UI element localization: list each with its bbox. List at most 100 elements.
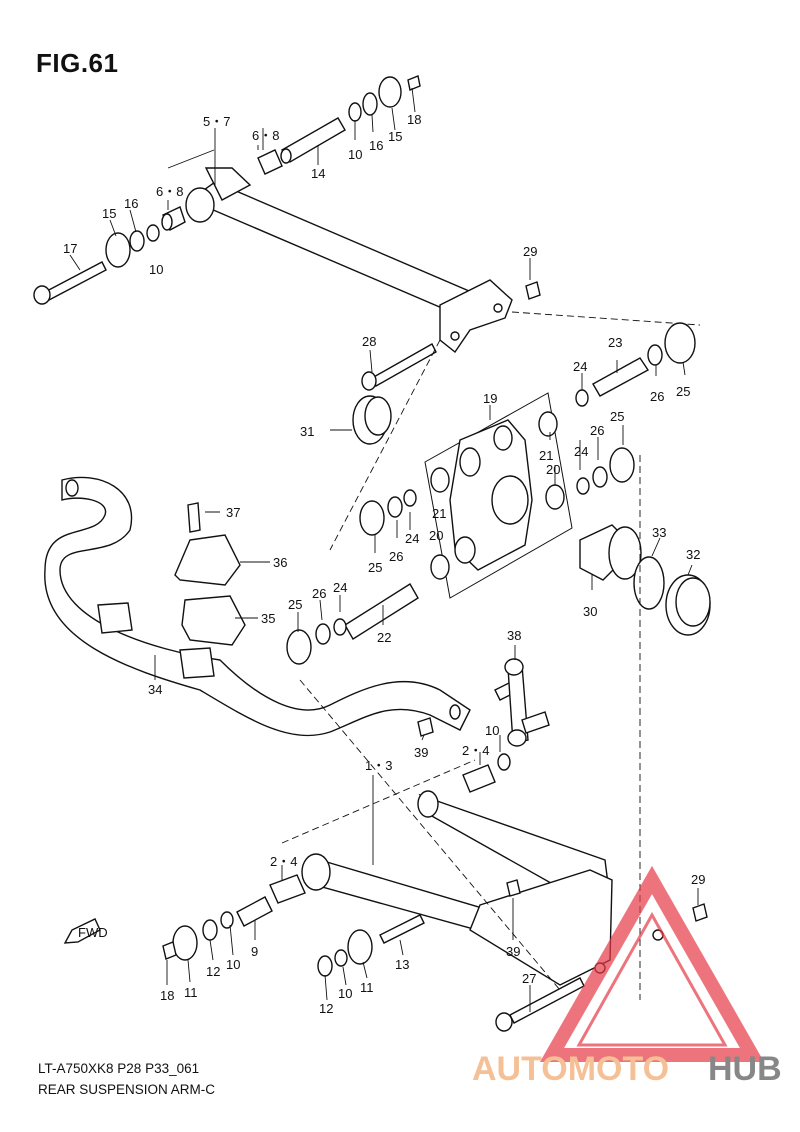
callout-label: 26 [389, 549, 403, 564]
callout-label: 13 [395, 957, 409, 972]
fwd-label: FWD [78, 925, 108, 940]
figure-caption: REAR SUSPENSION ARM-C [38, 1082, 216, 1097]
callout-label: 24 [405, 531, 419, 546]
sleeve-23 [575, 322, 696, 407]
seal-31 [352, 395, 392, 445]
upper-arm-tube [185, 167, 513, 354]
watermark-text-b: HUB [708, 1050, 782, 1088]
figure-code: LT-A750XK8 P28 P33_061 [38, 1061, 200, 1076]
callout-label: 14 [311, 166, 325, 181]
callout-label: 21 [539, 448, 553, 463]
washers-knuckle-right [576, 447, 635, 495]
callout-label: 25 [610, 409, 624, 424]
callout-label: 31 [300, 424, 314, 439]
callout-label: 10 [348, 147, 362, 162]
sleeve-22 [286, 583, 419, 665]
bushings-20-21 [430, 411, 565, 580]
callout-label: 22 [377, 630, 391, 645]
callout-label: 11 [360, 980, 374, 995]
clamp-36 [174, 534, 241, 586]
callout-label: 10 [338, 986, 352, 1001]
callout-label: 28 [362, 334, 376, 349]
nut-39-lower [506, 879, 521, 897]
bolt-27 [495, 977, 585, 1032]
washer-10-link [497, 753, 511, 771]
washers-knuckle-left [359, 489, 417, 536]
lower-arm [301, 790, 664, 986]
callout-label: 20 [429, 528, 443, 543]
bolt-37 [187, 502, 201, 533]
callout-label: 18 [160, 988, 174, 1003]
callout-label: 25 [676, 384, 690, 399]
knuckle-housing-19 [424, 392, 573, 599]
callout-label: 9 [251, 944, 258, 959]
callout-label: 33 [652, 525, 666, 540]
callout-label: 39 [506, 944, 520, 959]
callout-label: 24 [573, 359, 587, 374]
callout-label: 30 [583, 604, 597, 619]
callout-label: 18 [407, 112, 421, 127]
sleeve-14-and-bushing [257, 117, 346, 175]
callout-label: 12 [206, 964, 220, 979]
bushing-2-4-upper [462, 764, 496, 793]
nut-39-upper [417, 717, 434, 737]
callout-label: 21 [432, 506, 446, 521]
stabilizer-bar-34 [44, 476, 471, 737]
callout-label: 10 [226, 957, 240, 972]
callout-label: 38 [507, 628, 521, 643]
bushing-35 [181, 595, 246, 646]
callout-label: 16 [124, 196, 138, 211]
callout-label: 27 [522, 971, 536, 986]
pivot-bolt-17 [33, 261, 107, 305]
callout-label: 19 [483, 391, 497, 406]
callout-label: 32 [686, 547, 700, 562]
figure-title: FIG.61 [36, 48, 119, 78]
circlip-33 [633, 556, 665, 610]
seal-32 [665, 574, 711, 636]
washers-right-upper [348, 75, 421, 122]
stabilizer-link-38 [494, 658, 550, 747]
callout-label: 23 [608, 335, 622, 350]
callout-label: 1・3 [365, 758, 392, 773]
callout-label: 10 [149, 262, 163, 277]
callout-label: 2・4 [462, 743, 489, 758]
bearing-30 [579, 524, 642, 581]
callout-label: 11 [184, 985, 198, 1000]
callout-label: 25 [288, 597, 302, 612]
bolt-13 [317, 914, 425, 977]
callout-label: 29 [691, 872, 705, 887]
callout-label: 39 [414, 745, 428, 760]
automotohub-watermark-logo: AUTOMOTO HUB [472, 865, 782, 1088]
callout-label: 26 [650, 389, 664, 404]
callout-label: 20 [546, 462, 560, 477]
bolt-28 [361, 343, 437, 391]
callout-label: 15 [388, 129, 402, 144]
callout-label: 25 [368, 560, 382, 575]
callout-label: 12 [319, 1001, 333, 1016]
nut-29-lower [692, 903, 708, 922]
callout-label: 24 [574, 444, 588, 459]
callout-label: 36 [273, 555, 287, 570]
callout-label: 26 [590, 423, 604, 438]
callout-label: 37 [226, 505, 240, 520]
callout-label: 16 [369, 138, 383, 153]
callout-label: 24 [333, 580, 347, 595]
lower-left-hardware [162, 874, 306, 961]
callout-label: 6・8 [156, 184, 183, 199]
callout-label: 5・7 [203, 114, 230, 129]
washers-left-upper [105, 206, 186, 268]
callout-label: 6・8 [252, 128, 279, 143]
nut-29-upper [525, 281, 541, 300]
callout-label: 34 [148, 682, 162, 697]
callout-label: 15 [102, 206, 116, 221]
callout-label: 10 [485, 723, 499, 738]
watermark-text-a: AUTOMOTO [472, 1050, 669, 1088]
callout-label: 35 [261, 611, 275, 626]
leader-lines [69, 87, 699, 1012]
callout-label: 26 [312, 586, 326, 601]
callout-label: 29 [523, 244, 537, 259]
callout-label: 17 [63, 241, 77, 256]
